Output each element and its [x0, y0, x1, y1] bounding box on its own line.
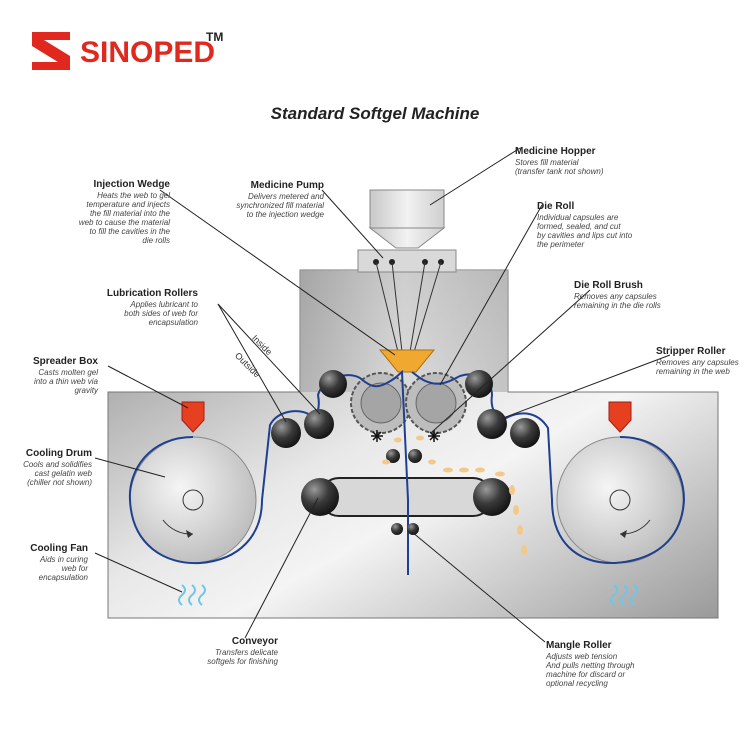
label-medicine-pump: Medicine Pump Delivers metered and synch… [236, 180, 324, 219]
sinoped-logo-icon [32, 32, 70, 70]
cooling-fan-right-icon [610, 584, 638, 606]
label-cooling-fan: Cooling Fan Aids in curing web for encap… [30, 543, 88, 582]
label-mangle-roller: Mangle Roller Adjusts web tension And pu… [546, 640, 635, 688]
conveyor [301, 477, 511, 517]
pump-lines [375, 261, 442, 353]
label-spreader-box: Spreader Box Casts molten gel into a thi… [32, 356, 98, 395]
injection-wedge [378, 349, 436, 373]
medicine-hopper [357, 189, 457, 273]
brand-logo: SINOPED TM [30, 30, 230, 75]
diagram-title: Standard Softgel Machine [270, 104, 480, 123]
cooling-fan-left-icon [178, 584, 206, 606]
capsules [382, 435, 527, 555]
brand-name: SINOPED [80, 36, 216, 69]
label-stripper-roller: Stripper Roller Removes any capsules rem… [656, 346, 739, 376]
label-medicine-hopper: Medicine Hopper Stores fill material (tr… [515, 146, 604, 176]
label-lubrication-rollers: Lubrication Rollers Applies lubricant to… [106, 288, 198, 327]
rollers [271, 370, 540, 535]
die-roll-brushes [371, 430, 440, 442]
leader-lines [94, 147, 671, 643]
label-die-roll-brush: Die Roll Brush Removes any capsules rema… [574, 280, 661, 310]
label-injection-wedge: Injection Wedge Heats the web to gel tem… [78, 179, 170, 245]
spreader-box-left [181, 401, 205, 433]
label-die-roll: Die Roll Individual capsules are formed,… [537, 201, 633, 249]
label-conveyor: Conveyor Transfers delicate softgels for… [207, 636, 278, 666]
brand-trademark: TM [206, 30, 224, 44]
spreader-box-right [608, 401, 632, 433]
label-cooling-drum: Cooling Drum Cools and solidifies cast g… [23, 448, 92, 487]
cooling-drum-left [129, 436, 257, 564]
